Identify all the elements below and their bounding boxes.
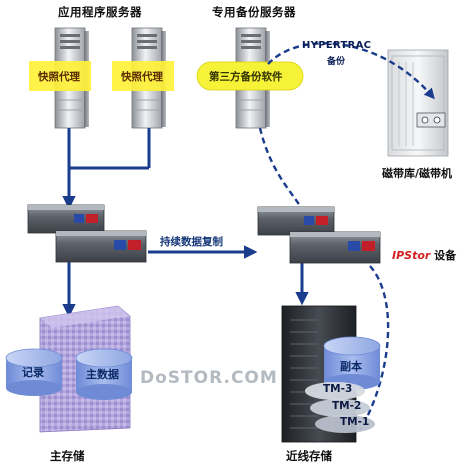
snapshot-stack-icon [305, 382, 375, 433]
hypertrac-label: HYPERTRAC [302, 40, 372, 51]
backup-server-label: 专用备份服务器 [212, 5, 296, 19]
hypertrac-sub-label: 备份 [327, 57, 346, 67]
sticky-note-2 [112, 61, 174, 91]
storage-appliance-icon [27, 204, 105, 234]
storage-appliance-icon [289, 231, 381, 264]
nearline-storage-label: 近线存储 [286, 449, 332, 463]
ipstor-device-label: IPStor 设备 [392, 244, 456, 263]
master-data-label: 主数据 [86, 368, 119, 381]
tape-library-label: 磁带库/磁带机 [382, 167, 453, 180]
replica-label: 副本 [340, 360, 362, 373]
primary-storage-label: 主存储 [50, 449, 85, 463]
disk-cylinder-icon [5, 348, 63, 396]
record-label: 记录 [22, 366, 44, 379]
ipstor-brand: IPStor [392, 249, 431, 262]
watermark: DoSTOR.COM [140, 368, 278, 388]
third-party-backup-label: 第三方备份软件 [209, 71, 283, 83]
ipstor-suffix: 设备 [430, 249, 457, 262]
snapshot-agent-label-2: 快照代理 [121, 71, 163, 83]
storage-appliance-icon [55, 230, 147, 263]
sticky-note-1 [29, 61, 91, 91]
snapshot-agent-label-1: 快照代理 [38, 71, 80, 83]
app-servers-label: 应用程序服务器 [58, 5, 142, 19]
tm3-label: TM-3 [323, 383, 353, 395]
third-party-pill [196, 61, 304, 91]
tm1-label: TM-1 [340, 416, 370, 428]
disk-cylinder-icon [75, 348, 133, 400]
tape-library-icon [387, 49, 449, 157]
disk-cylinder-icon [323, 336, 381, 390]
continuous-replication-label: 持续数据复制 [160, 236, 223, 248]
storage-appliance-icon [257, 206, 335, 236]
tm2-label: TM-2 [332, 400, 362, 412]
